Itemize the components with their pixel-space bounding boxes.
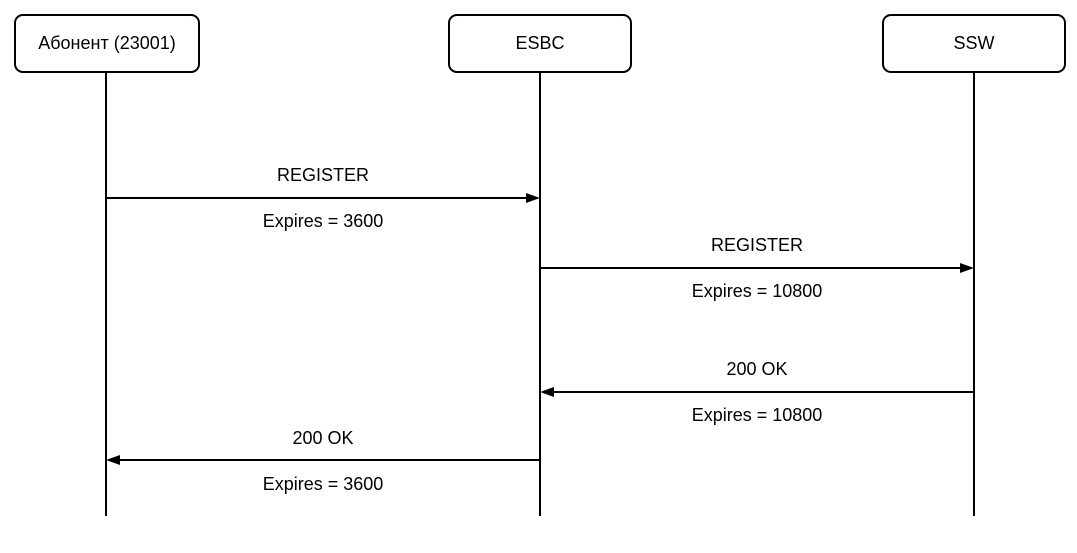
message-line-200ok-2 — [120, 459, 540, 461]
message-sublabel: Expires = 10800 — [691, 281, 823, 301]
arrowhead-left-icon — [106, 455, 120, 465]
lifeline-esbc — [539, 73, 541, 516]
actor-label-ssw: SSW — [953, 33, 995, 53]
actor-label-esbc: ESBC — [515, 33, 565, 53]
actor-box-ssw: SSW — [882, 14, 1066, 73]
arrowhead-right-icon — [526, 193, 540, 203]
message-line-200ok-1 — [554, 391, 974, 393]
message-label: REGISTER — [710, 235, 803, 255]
lifeline-ssw — [973, 73, 975, 516]
message-sublabel: Expires = 3600 — [262, 211, 384, 231]
message-label: REGISTER — [276, 165, 369, 185]
message-label: 200 OK — [292, 428, 354, 448]
arrowhead-left-icon — [540, 387, 554, 397]
message-label: 200 OK — [726, 359, 788, 379]
message-sublabel: Expires = 3600 — [262, 474, 384, 494]
actor-label-subscriber: Абонент (23001) — [38, 33, 176, 53]
message-sublabel: Expires = 10800 — [691, 405, 823, 425]
arrowhead-right-icon — [960, 263, 974, 273]
message-line-register-1 — [106, 197, 528, 199]
actor-box-subscriber: Абонент (23001) — [14, 14, 200, 73]
message-line-register-2 — [540, 267, 960, 269]
actor-box-esbc: ESBC — [448, 14, 632, 73]
lifeline-subscriber — [105, 73, 107, 516]
